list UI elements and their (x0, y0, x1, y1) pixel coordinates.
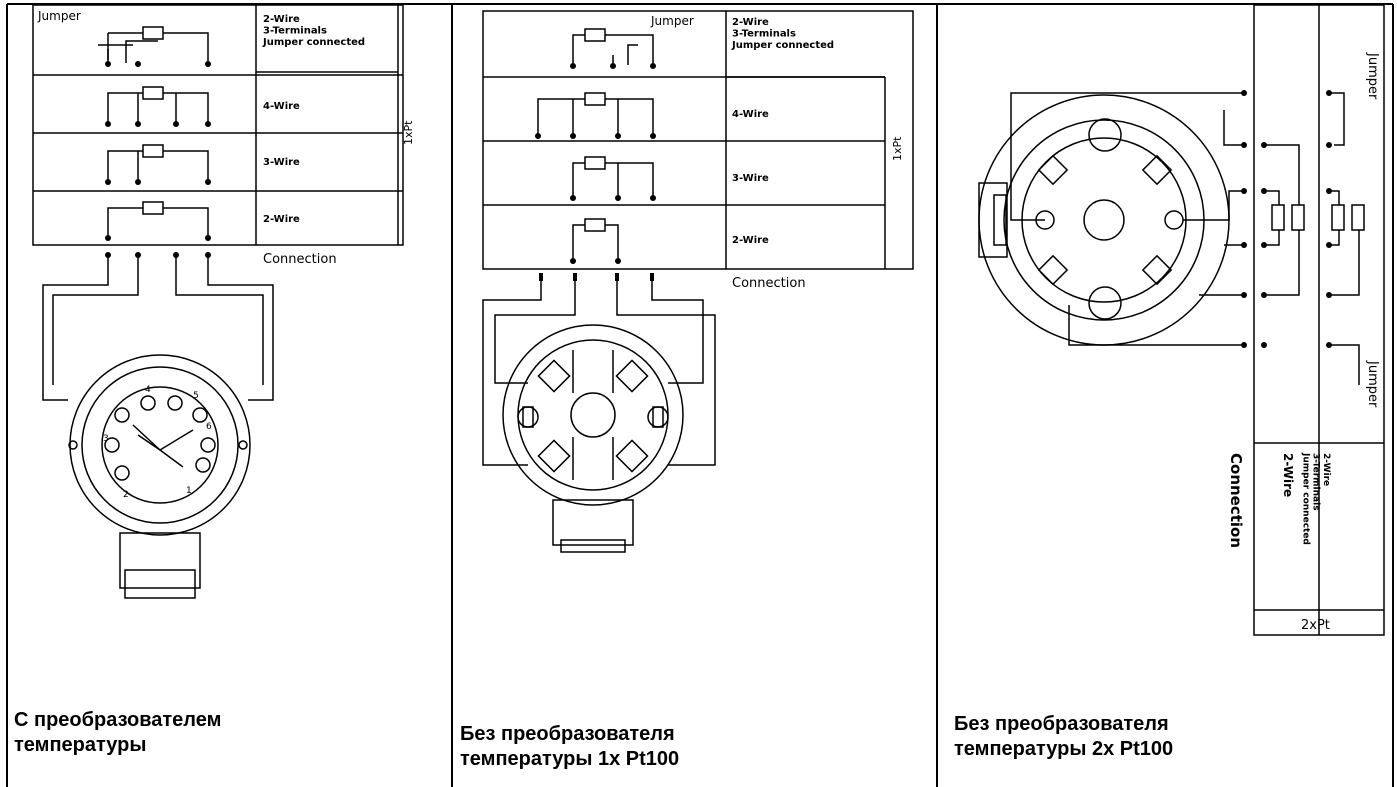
panel-2-caption-line-2: температуры 1x Pt100 (460, 748, 680, 770)
option-2wire-label: 2-Wire (732, 235, 769, 246)
option-4wire-label: 4-Wire (732, 109, 769, 120)
panel-1-caption-line-2: температуры (14, 734, 147, 756)
sensor-count-label: 1xPt (891, 136, 904, 161)
option-3wire-label: 3-Wire (732, 173, 769, 184)
terminal-number-3: 3 (103, 434, 109, 444)
terminal-number-6: 6 (206, 422, 212, 432)
option-2wire-label: 2-Wire (1281, 453, 1295, 497)
terminal-number-2: 2 (123, 490, 129, 500)
panel-2-caption: Без преобразователя температуры 1x Pt100 (460, 722, 679, 772)
connection-label: Connection (732, 276, 806, 291)
panel-3-caption-line-1: Без преобразователя (954, 713, 1169, 735)
sensor-count-label: 2xPt (1301, 618, 1330, 633)
option-4wire-label: 4-Wire (263, 101, 300, 112)
connection-label: Connection (1227, 453, 1245, 548)
terminal-number-4: 4 (145, 385, 151, 395)
option-2wire-label: 2-Wire (263, 214, 300, 225)
terminal-number-5: 5 (193, 391, 199, 401)
jumper-label: Jumper (37, 9, 81, 23)
panel-3-caption: Без преобразователя температуры 2x Pt100 (954, 712, 1173, 762)
option-3wire-label: 3-Wire (263, 157, 300, 168)
jumper-row-symbol (98, 26, 209, 63)
option-jumper-label: 2-Wire3-TerminalsJumper connected (1300, 452, 1331, 545)
connection-label: Connection (263, 252, 337, 267)
jumper-label: Jumper (650, 14, 694, 28)
jumper-label-top: Jumper (1365, 52, 1380, 100)
panel-3-diagram: Jumper Jumper Connection 2-Wire 2-Wire3-… (978, 5, 1385, 636)
sensor-count-label: 1xPt (402, 120, 415, 145)
panel-2-caption-line-1: Без преобразователя (460, 723, 675, 745)
panel-3-caption-line-2: температуры 2x Pt100 (954, 738, 1174, 760)
panel-1-caption: С преобразователем температуры (14, 708, 221, 758)
terminal-number-1: 1 (186, 486, 192, 496)
panel-1-caption-line-1: С преобразователем (14, 709, 222, 731)
jumper-label-bottom: Jumper (1365, 360, 1380, 408)
